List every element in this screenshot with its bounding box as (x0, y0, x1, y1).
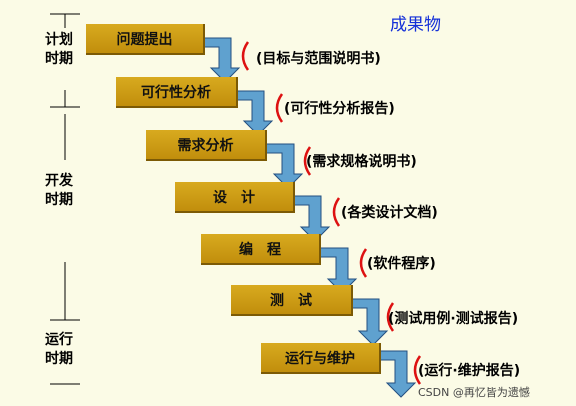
output-bracket (413, 355, 422, 385)
output-bracket (386, 302, 395, 332)
phase-line: 时期 (45, 192, 73, 208)
step-problem: 问题提出 (86, 24, 205, 55)
output-bracket (332, 197, 341, 227)
output-requirements-spec: (需求规格说明书) (306, 154, 417, 170)
output-maintenance-report: (运行·维护报告) (418, 363, 521, 379)
step-design: 设 计 (175, 182, 295, 213)
step-requirements: 需求分析 (146, 130, 267, 161)
phase-label-ops: 运行 时期 (45, 331, 73, 369)
phase-line: 开发 (45, 173, 73, 189)
watermark: CSDN @再忆皆为遗憾 (418, 386, 530, 399)
step-feasibility: 可行性分析 (116, 77, 238, 108)
step-coding: 编 程 (201, 234, 321, 265)
output-test-report: (测试用例·测试报告) (388, 311, 519, 327)
output-bracket (359, 248, 368, 278)
output-bracket (275, 93, 284, 123)
phase-line: 计划 (45, 32, 73, 48)
flow-arrow (351, 298, 389, 346)
phase-line: 运行 (45, 332, 73, 348)
phase-line: 时期 (45, 351, 73, 367)
output-bracket (241, 41, 250, 71)
phase-label-plan: 计划 时期 (45, 31, 73, 69)
flow-arrow (203, 37, 241, 83)
output-bracket (303, 146, 312, 176)
output-scope-doc: (目标与范围说明书) (256, 51, 381, 67)
outputs-header: 成果物 (390, 15, 441, 35)
flow-arrow (236, 90, 274, 136)
output-design-docs: (各类设计文档) (341, 205, 438, 221)
phase-line: 时期 (45, 51, 73, 67)
phase-label-dev: 开发 时期 (45, 172, 73, 210)
output-feasibility-report: (可行性分析报告) (284, 101, 395, 117)
output-software: (软件程序) (367, 256, 436, 272)
flow-arrow (379, 350, 417, 398)
step-maintenance: 运行与维护 (261, 343, 381, 374)
step-testing: 测 试 (231, 285, 353, 316)
flow-arrow (265, 143, 304, 189)
